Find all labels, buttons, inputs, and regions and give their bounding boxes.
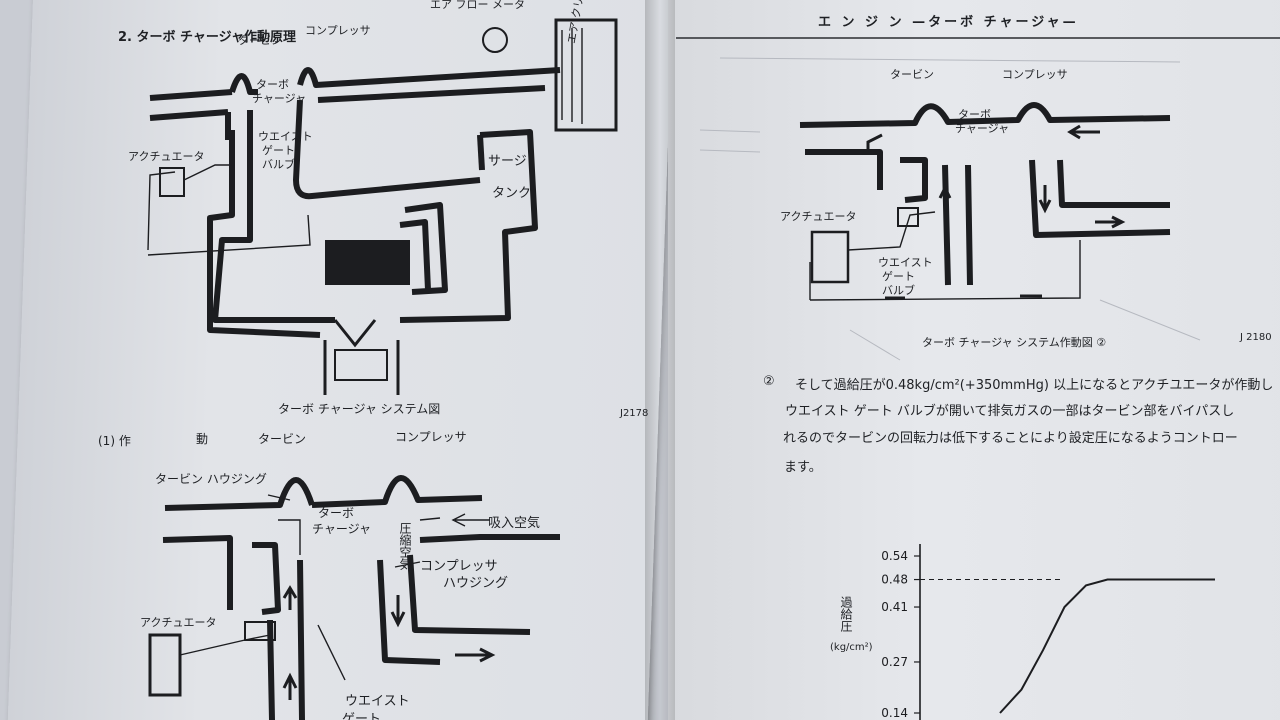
fig2-compressor-label: コンプレッサ xyxy=(395,430,467,444)
fig1-charger-label: チャージャ xyxy=(252,92,307,105)
fig3-compressor-label: コンプレッサ xyxy=(1002,68,1068,81)
book-spine xyxy=(645,0,675,720)
fig3-wastegate-label-2: ゲート xyxy=(882,270,915,283)
paragraph-line-4: ます。 xyxy=(784,460,822,475)
chart-y-tick-label: 0.41 xyxy=(881,600,908,614)
fig1-wastegate-label-1: ウエイスト xyxy=(258,130,313,143)
fig3-turbine-label: タービン xyxy=(890,68,934,81)
fig2-turbine-label: タービン xyxy=(258,432,307,446)
chart-ylabel: 過給圧 xyxy=(839,596,853,632)
page-header: エ ン ジ ン —ターボ チャージャ— xyxy=(818,15,1079,30)
fig3-actuator-label: アクチュエータ xyxy=(780,210,857,223)
fig2-compressor-housing-label-1: コンプレッサ xyxy=(420,559,498,574)
fig2-compressor-housing-label-2: ハウジング xyxy=(443,576,509,591)
chart-y-tick-label: 0.14 xyxy=(881,706,908,720)
fig1-wastegate-label-2: ゲート xyxy=(262,144,295,157)
chart-y-tick-label: 0.48 xyxy=(881,573,908,587)
turbo-detail-diagram xyxy=(148,475,560,720)
fig2-intake-air-label: 吸入空気 xyxy=(488,516,541,531)
fig2-wastegate-label-1: ウエイスト xyxy=(345,694,410,709)
paragraph-line-2: ウエイスト ゲート バルブが開いて排気ガスの一部はタービン部をバイパスし xyxy=(785,404,1235,419)
fig3-turbo-label: ターボ xyxy=(958,108,991,121)
fig3-wastegate-label-1: ウエイスト xyxy=(878,256,933,269)
fig2-compressed-air-label: 圧縮空気 xyxy=(398,522,412,570)
fig1-turbine-label: タービン xyxy=(238,34,282,47)
surge-tank-label-2: タンク xyxy=(492,186,532,201)
system-diagram-1 xyxy=(147,18,618,395)
fig3-charger-label: チャージャ xyxy=(955,122,1010,135)
fig3-wastegate-label-3: バルブ xyxy=(882,284,915,297)
section-title: 2. ターボ チャージャ作動原理 xyxy=(118,30,296,45)
fig1-turbo-label: ターボ xyxy=(256,78,289,91)
subsection-number: (1) 作 xyxy=(98,434,131,448)
fig3-code: J 2180 xyxy=(1240,332,1272,343)
fig2-charger-label: チャージャ xyxy=(312,522,372,536)
fig3-caption: ターボ チャージャ システム作動図 ② xyxy=(922,336,1107,349)
chart-series-line xyxy=(999,578,1215,714)
surge-tank-label-1: サージ xyxy=(488,154,527,169)
fig1-airflow-label: エア フロー メータ xyxy=(430,0,525,11)
paragraph-number: ② xyxy=(763,374,775,389)
chart-y-tick-label: 0.27 xyxy=(881,655,908,669)
paragraph-line-1: そして過給圧が0.48kg/cm²(+350mmHg) 以上になるとアクチユエー… xyxy=(795,378,1274,393)
fig2-actuator-label: アクチュエータ xyxy=(140,616,217,629)
fig1-compressor-label: コンプレッサ xyxy=(305,24,371,37)
fig1-caption: ターボ チャージャ システム図 xyxy=(278,402,441,416)
fig1-code: J2178 xyxy=(620,408,649,419)
fig2-turbine-housing-label: タービン ハウジング xyxy=(155,472,267,486)
fig1-wastegate-label-3: バルブ xyxy=(262,158,295,171)
operation-diagram-2 xyxy=(799,102,1171,301)
subsection-word: 動 xyxy=(196,432,209,446)
fig1-actuator-label: アクチュエータ xyxy=(128,150,205,163)
chart-yunit: (kg/cm²) xyxy=(830,642,873,653)
fig2-turbo-label: ターボ xyxy=(318,506,355,520)
fig2-wastegate-label-2: ゲート xyxy=(342,712,382,720)
paragraph-line-3: れるのでタービンの回転力は低下することにより設定圧になるようコントロー xyxy=(783,431,1238,446)
chart-y-tick-label: 0.54 xyxy=(881,549,908,563)
